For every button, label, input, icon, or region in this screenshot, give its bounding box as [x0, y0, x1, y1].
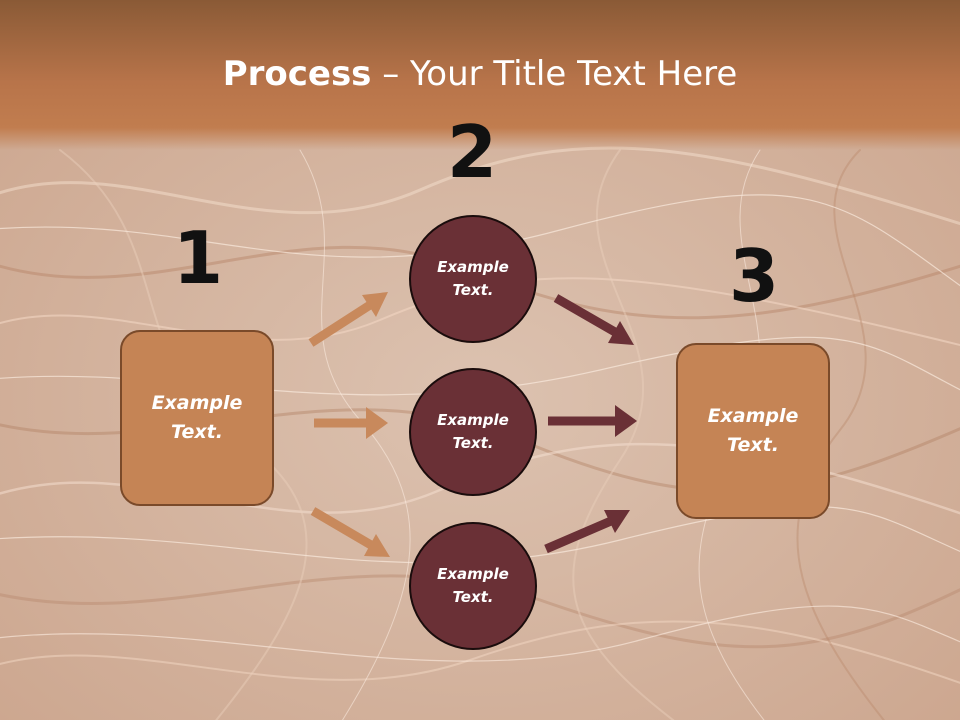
left-box-line2: Text. — [171, 421, 223, 443]
center-circle-bottom: Example Text. — [409, 522, 537, 650]
circle-bottom-line1: Example — [437, 565, 509, 583]
title-rest: – Your Title Text Here — [371, 54, 738, 94]
circle-top-line2: Text. — [452, 281, 494, 299]
step-number-3: 3 — [728, 234, 780, 318]
arrow-left-to-middle — [314, 407, 388, 439]
title-bar — [0, 0, 960, 150]
circle-bottom-line2: Text. — [452, 588, 494, 606]
circle-middle-line1: Example — [437, 411, 509, 429]
arrow-left-to-bottom — [310, 507, 390, 557]
left-box-line1: Example — [151, 392, 243, 414]
right-box-line2: Text. — [727, 434, 779, 456]
center-circle-middle: Example Text. — [409, 368, 537, 496]
arrow-bottom-to-right — [544, 510, 630, 554]
title-bold: Process — [222, 54, 372, 94]
step-number-1: 1 — [172, 216, 224, 300]
arrow-left-to-top — [308, 292, 388, 347]
circle-middle-line2: Text. — [452, 434, 494, 452]
right-box-line1: Example — [707, 405, 799, 427]
arrow-top-to-right — [553, 294, 634, 345]
center-circle-top: Example Text. — [409, 215, 537, 343]
circle-top-line1: Example — [437, 258, 509, 276]
right-step-box: Example Text. — [676, 343, 830, 519]
left-step-box: Example Text. — [120, 330, 274, 506]
slide-title: Process – Your Title Text Here — [0, 52, 960, 96]
step-number-2: 2 — [446, 110, 498, 194]
arrow-middle-to-right — [548, 405, 637, 437]
